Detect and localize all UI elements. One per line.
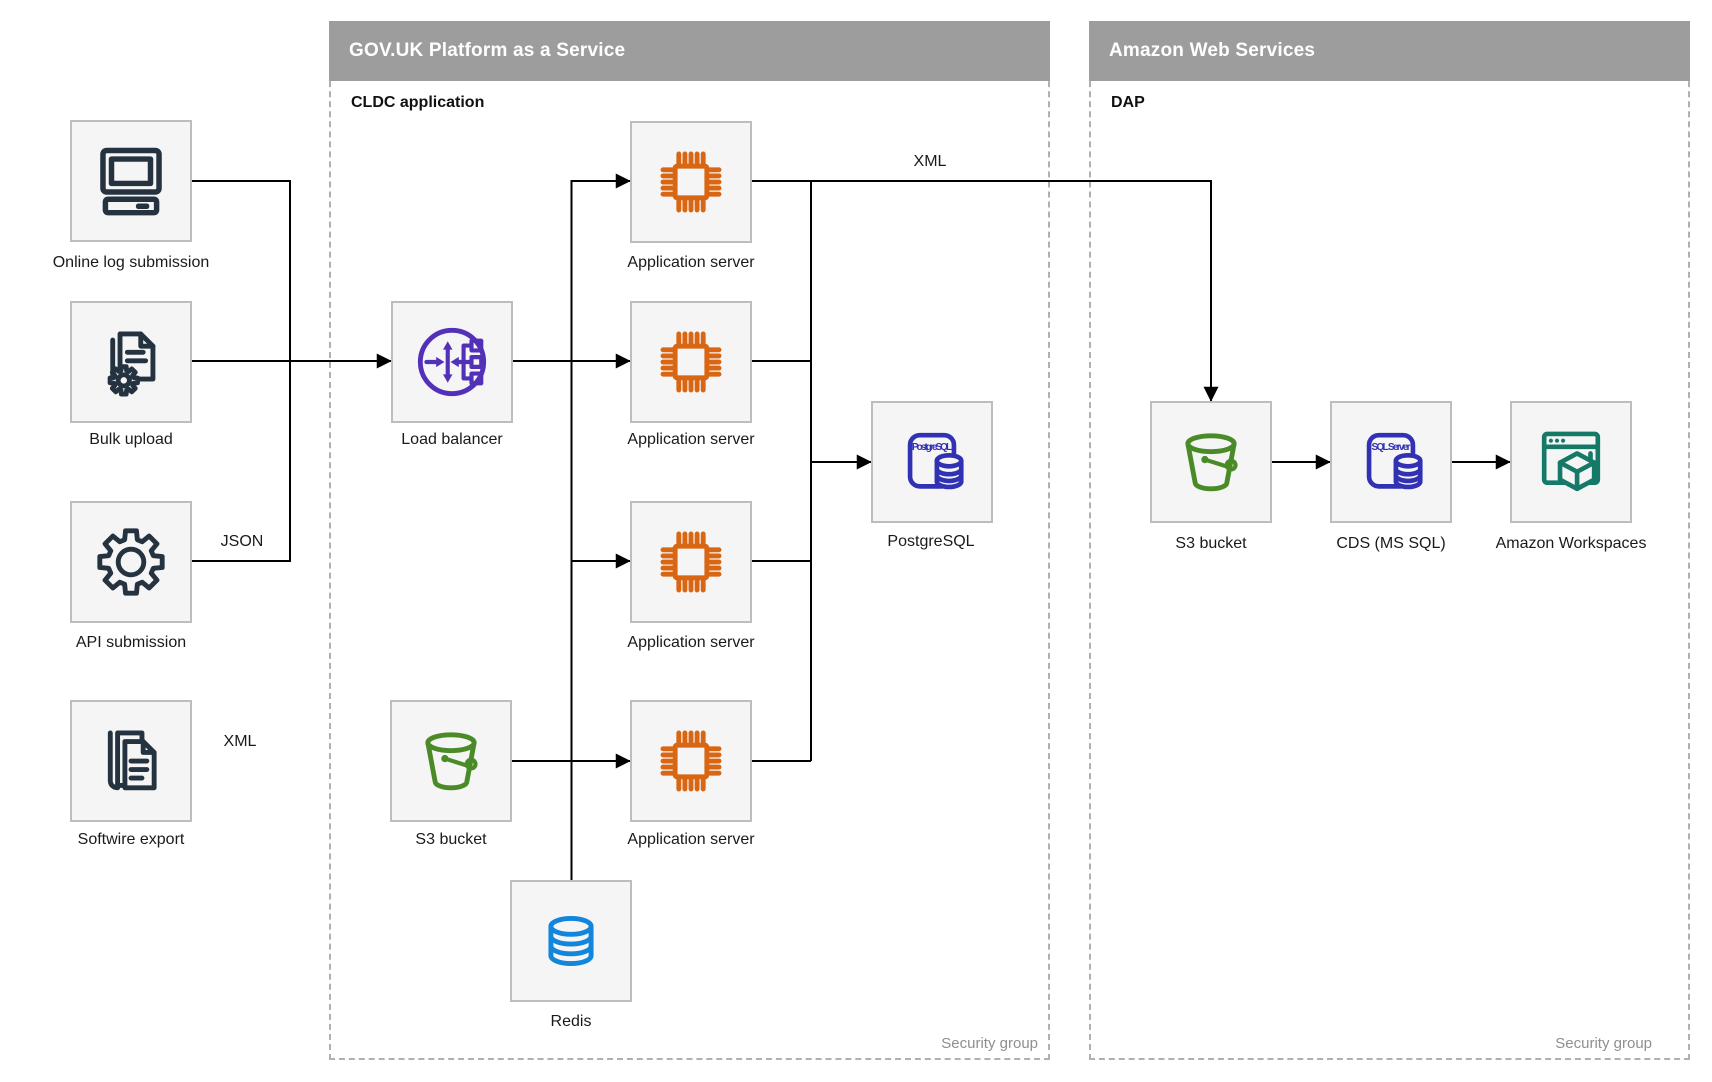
- workspaces-icon: [1541, 431, 1601, 492]
- postgresql-icon: PostgreSQL: [907, 432, 964, 490]
- documents-stack-icon: [107, 730, 157, 791]
- edge-label-xml-softwire: XML: [223, 733, 257, 750]
- node-amazon-workspaces: [1510, 401, 1632, 523]
- chip-icon: [660, 331, 722, 393]
- aws-security-group-label: Security group: [1555, 1035, 1652, 1052]
- node-bulk-upload: [70, 301, 192, 423]
- node-s3-bucket-aws: [1150, 401, 1272, 523]
- redis-database-icon: [548, 916, 594, 966]
- label-app-server-2: Application server: [627, 431, 755, 448]
- label-load-balancer: Load balancer: [401, 431, 503, 448]
- paas-title: GOV.UK Platform as a Service: [349, 40, 626, 61]
- node-app-server-2: [630, 301, 752, 423]
- node-postgresql: PostgreSQL: [871, 401, 993, 523]
- node-redis: [510, 880, 632, 1002]
- label-app-server-1: Application server: [627, 254, 755, 271]
- s3-bucket-icon: [425, 732, 478, 791]
- node-load-balancer: [391, 301, 513, 423]
- load-balancer-icon: [417, 327, 487, 397]
- postgresql-icon-text: PostgreSQL: [912, 442, 952, 453]
- aws-sublabel: DAP: [1111, 94, 1145, 111]
- sql-server-icon: SQL Server: [1366, 432, 1423, 490]
- paas-header: GOV.UK Platform as a Service: [329, 21, 1050, 81]
- node-cds-mssql: SQL Server: [1330, 401, 1452, 523]
- sql-server-icon-text: SQL Server: [1372, 442, 1411, 453]
- paas-sublabel: CLDC application: [351, 94, 485, 111]
- label-api-submission: API submission: [75, 634, 187, 651]
- label-s3-bucket-paas: S3 bucket: [415, 831, 487, 848]
- node-app-server-4: [630, 700, 752, 822]
- label-bulk-upload: Bulk upload: [89, 431, 173, 448]
- label-amazon-workspaces: Amazon Workspaces: [1495, 535, 1647, 552]
- node-softwire-export: [70, 700, 192, 822]
- label-app-server-3: Application server: [627, 634, 755, 651]
- label-cds-mssql: CDS (MS SQL): [1336, 535, 1446, 552]
- edge-label-xml-app: XML: [913, 153, 947, 170]
- label-s3-bucket-aws: S3 bucket: [1175, 535, 1247, 552]
- aws-title: Amazon Web Services: [1109, 40, 1316, 61]
- label-app-server-4: Application server: [627, 831, 755, 848]
- s3-bucket-icon: [1185, 433, 1238, 492]
- gear-icon: [97, 528, 165, 596]
- label-softwire-export: Softwire export: [77, 831, 185, 848]
- chip-icon: [660, 531, 722, 593]
- node-api-submission: [70, 501, 192, 623]
- computer-icon: [100, 147, 162, 216]
- aws-header: Amazon Web Services: [1089, 21, 1690, 81]
- chip-icon: [660, 730, 722, 792]
- paas-container: GOV.UK Platform as a Service CLDC applic…: [329, 21, 1050, 1060]
- paas-security-group-label: Security group: [941, 1035, 1038, 1052]
- aws-container: Amazon Web Services DAP Security group: [1089, 21, 1690, 1060]
- node-online-log-submission: [70, 120, 192, 242]
- label-postgresql: PostgreSQL: [887, 533, 975, 550]
- label-online-log-submission: Online log submission: [52, 254, 210, 271]
- node-app-server-3: [630, 501, 752, 623]
- node-app-server-1: [630, 121, 752, 243]
- node-s3-bucket-paas: [390, 700, 512, 822]
- label-redis: Redis: [550, 1013, 592, 1030]
- document-gear-icon: [107, 331, 156, 397]
- chip-icon: [660, 151, 722, 213]
- edge-label-json: JSON: [220, 533, 264, 550]
